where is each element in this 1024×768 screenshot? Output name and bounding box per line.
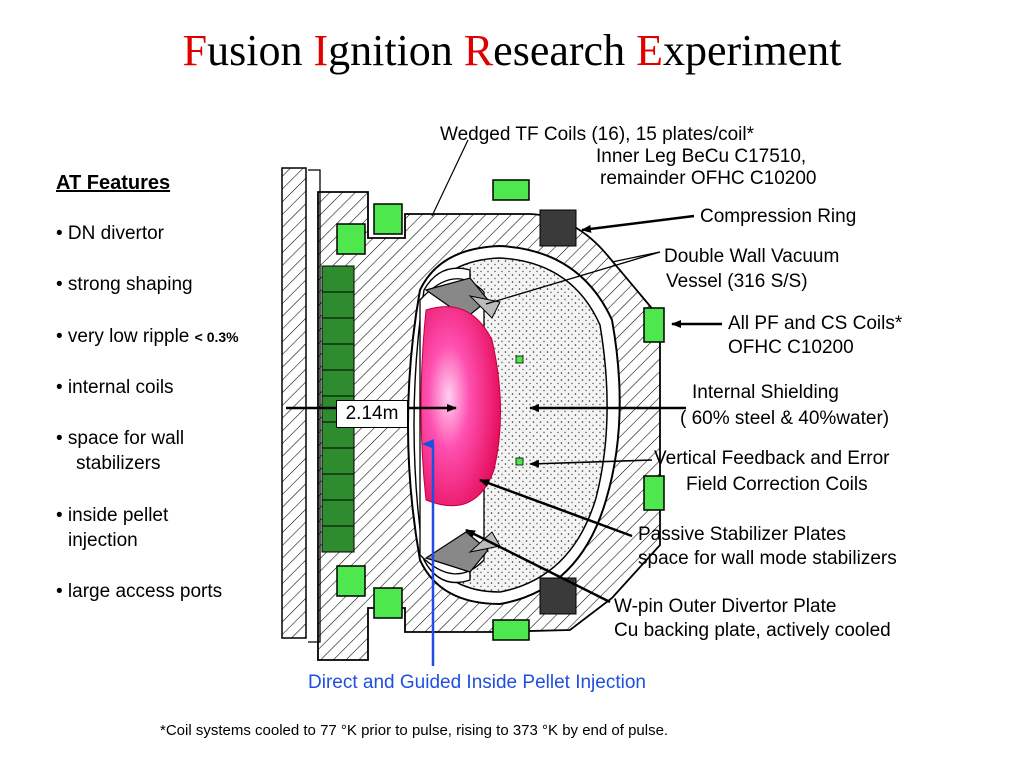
features-heading: AT Features xyxy=(56,172,171,194)
footnote: *Coil systems cooled to 77 °K prior to p… xyxy=(160,722,669,739)
label-compression-ring: Compression Ring xyxy=(700,206,857,227)
label-stabilizer-plates-2: space for wall mode stabilizers xyxy=(638,548,897,569)
ripple-value: < 0.3% xyxy=(194,329,239,345)
leader-lines xyxy=(286,139,722,604)
compression-rings xyxy=(539,209,577,615)
feature-dn-divertor: • DN divertor xyxy=(56,223,165,244)
label-vacuum-vessel-1: Double Wall Vacuum xyxy=(664,246,840,267)
label-vacuum-vessel-2: Vessel (316 S/S) xyxy=(666,271,808,292)
label-pf-cs-coils-1: All PF and CS Coils* xyxy=(728,313,903,334)
feature-strong-shaping: • strong shaping xyxy=(56,274,193,295)
feature-low-ripple: • very low ripple < 0.3% xyxy=(56,325,239,349)
label-divertor-plate-1: W-pin Outer Divertor Plate xyxy=(614,596,837,617)
label-divertor-plate-2: Cu backing plate, actively cooled xyxy=(614,620,891,641)
feature-pellet-injection: injection xyxy=(68,530,138,551)
label-tf-coils-1: Wedged TF Coils (16), 15 plates/coil* xyxy=(440,124,755,145)
slide-title: Fusion Ignition Research Experiment xyxy=(0,26,1024,76)
pf-coils xyxy=(336,179,665,641)
feature-wall-space: • space for wall xyxy=(56,428,185,449)
feature-wall-stabilizers: stabilizers xyxy=(76,453,161,474)
cs-coil-stack xyxy=(321,265,355,553)
title-word-2: Ignition xyxy=(313,26,453,75)
title-word-1: Fusion xyxy=(182,26,303,75)
label-tf-coils-2: Inner Leg BeCu C17510, xyxy=(596,146,807,167)
internal-coils xyxy=(515,355,524,466)
title-word-3: Research xyxy=(463,26,626,75)
label-pf-cs-coils-2: OFHC C10200 xyxy=(728,337,854,358)
label-tf-coils-3: remainder OFHC C10200 xyxy=(600,168,817,189)
label-feedback-coils-1: Vertical Feedback and Error xyxy=(654,448,890,469)
label-shielding-2: ( 60% steel & 40%water) xyxy=(680,408,890,429)
label-shielding-1: Internal Shielding xyxy=(692,382,839,403)
feature-access-ports: • large access ports xyxy=(56,581,223,602)
inner-leg-bracket xyxy=(308,169,321,643)
title-word-4: Experiment xyxy=(636,26,842,75)
central-column xyxy=(281,167,307,639)
label-feedback-coils-2: Field Correction Coils xyxy=(686,474,868,495)
feature-internal-coils: • internal coils xyxy=(56,377,174,398)
feature-low-ripple-text: • very low ripple xyxy=(56,326,190,347)
major-radius-label: 2.14m xyxy=(336,400,408,428)
label-pellet-injection: Direct and Guided Inside Pellet Injectio… xyxy=(308,672,646,693)
plasma xyxy=(420,306,501,507)
label-stabilizer-plates-1: Passive Stabilizer Plates xyxy=(638,524,847,545)
feature-inside-pellet: • inside pellet xyxy=(56,505,169,526)
